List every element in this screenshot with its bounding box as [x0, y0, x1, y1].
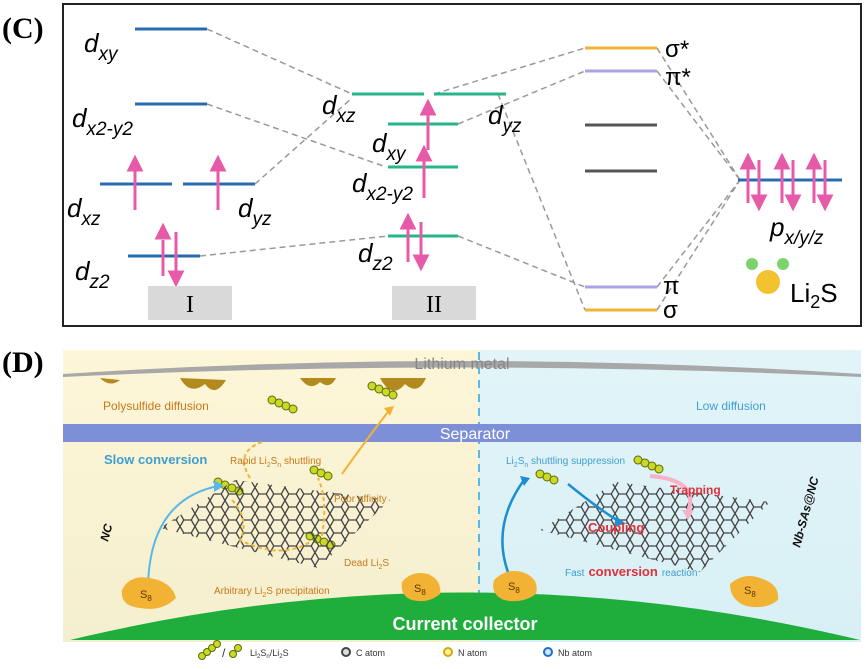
box-II-label: II [426, 292, 442, 318]
li2s-molecule-icon [746, 258, 789, 294]
config-II: dxz dyz dxy dx2-y2 dz2 II [322, 90, 522, 320]
li2s-p-orbitals: px/y/z Li2S [738, 152, 842, 312]
legend-polysulfide-icon [198, 640, 221, 660]
lithium-label: Lithium metal [414, 356, 509, 373]
rapid-shuttling-label: Rapid Li2Sn shuttling [230, 456, 321, 469]
legend-slash: / [222, 646, 226, 660]
graphene-sheet-right [540, 482, 770, 572]
collector-label: Current collector [392, 614, 537, 634]
panel-c-frame [62, 3, 862, 327]
coupling-label: Coupling [588, 520, 644, 535]
svg-text:S8: S8 [140, 589, 152, 603]
shuttling-suppression-label: Li2Sn shuttling suppression [506, 456, 625, 469]
config-I: dxy dx2-y2 dxz dyz dz2 I [67, 27, 272, 320]
lithium-metal [63, 361, 861, 377]
box-I [148, 286, 232, 320]
legend-n-atom: N atom [458, 648, 487, 658]
legend-li2s-icon [229, 644, 242, 658]
label-dxy-II: dxy [372, 128, 407, 165]
separator [63, 424, 861, 442]
panel-c: (C) [2, 3, 862, 327]
electron-arrows-I [126, 154, 227, 288]
dead-li2s-label: Dead Li2S [344, 558, 389, 571]
panel-c-label: (C) [2, 12, 44, 45]
separator-label: Separator [440, 426, 511, 443]
svg-text:S8: S8 [414, 583, 426, 597]
box-I-label: I [186, 292, 194, 318]
legend: / Li2Sn/Li2S C atom N atom Nb atom [198, 640, 592, 660]
label-sigma: σ [663, 297, 678, 324]
panel-d: (D) Lithium metal Separator Polysulfide … [2, 346, 861, 660]
legend-c-atom: C atom [356, 648, 385, 658]
trapping-label: Trapping [670, 483, 721, 497]
electron-arrows-p [739, 152, 834, 212]
panel-d-label: (D) [2, 346, 44, 379]
legend-lis-label: Li2Sn/Li2S [250, 648, 289, 660]
legend-nb-atom: Nb atom [558, 648, 592, 658]
label-li2s: Li2S [790, 278, 838, 312]
polysulfide-deposits [100, 378, 426, 391]
s8-particles: S8 S8 S8 S8 [121, 571, 779, 609]
arbitrary-precipitation-label: Arbitrary Li2S precipitation [214, 586, 330, 599]
label-dx2y2-I: dx2-y2 [72, 103, 133, 140]
label-dyz-II: dyz [488, 100, 522, 137]
label-sigma-star: σ* [665, 36, 689, 63]
molecular-orbitals: σ* π* π σ [585, 36, 691, 324]
label-dxz-I: dxz [67, 193, 101, 230]
svg-text:S8: S8 [744, 585, 756, 599]
label-pxyz: px/y/z [769, 212, 824, 249]
flow-arrows-left [147, 406, 394, 587]
box-II [392, 286, 476, 320]
label-dyz-I: dyz [238, 193, 272, 230]
label-dz2-I: dz2 [75, 256, 110, 293]
correlation-lines [199, 28, 741, 311]
label-dxy-I: dxy [84, 28, 119, 65]
low-diffusion-label: Low diffusion [696, 399, 766, 413]
legend-nb-atom-icon [543, 647, 553, 657]
label-pi: π [663, 273, 680, 300]
graphene-sheet-left [160, 480, 390, 568]
electron-arrows-II [399, 98, 437, 272]
flow-arrows-right [501, 474, 694, 583]
poor-affinity-label: Poor affinity [334, 494, 387, 505]
label-dz2-II: dz2 [358, 238, 393, 275]
polysulfide-label: Polysulfide diffusion [103, 399, 209, 413]
current-collector [70, 592, 860, 640]
legend-c-atom-icon [341, 647, 351, 657]
legend-n-atom-icon [443, 647, 453, 657]
label-dxz-II: dxz [322, 90, 356, 127]
slow-conversion-label: Slow conversion [104, 452, 207, 467]
label-pi-star: π* [665, 64, 691, 91]
nc-label: NC [97, 522, 115, 543]
label-dx2y2-II: dx2-y2 [352, 168, 413, 205]
svg-text:S8: S8 [508, 581, 520, 595]
